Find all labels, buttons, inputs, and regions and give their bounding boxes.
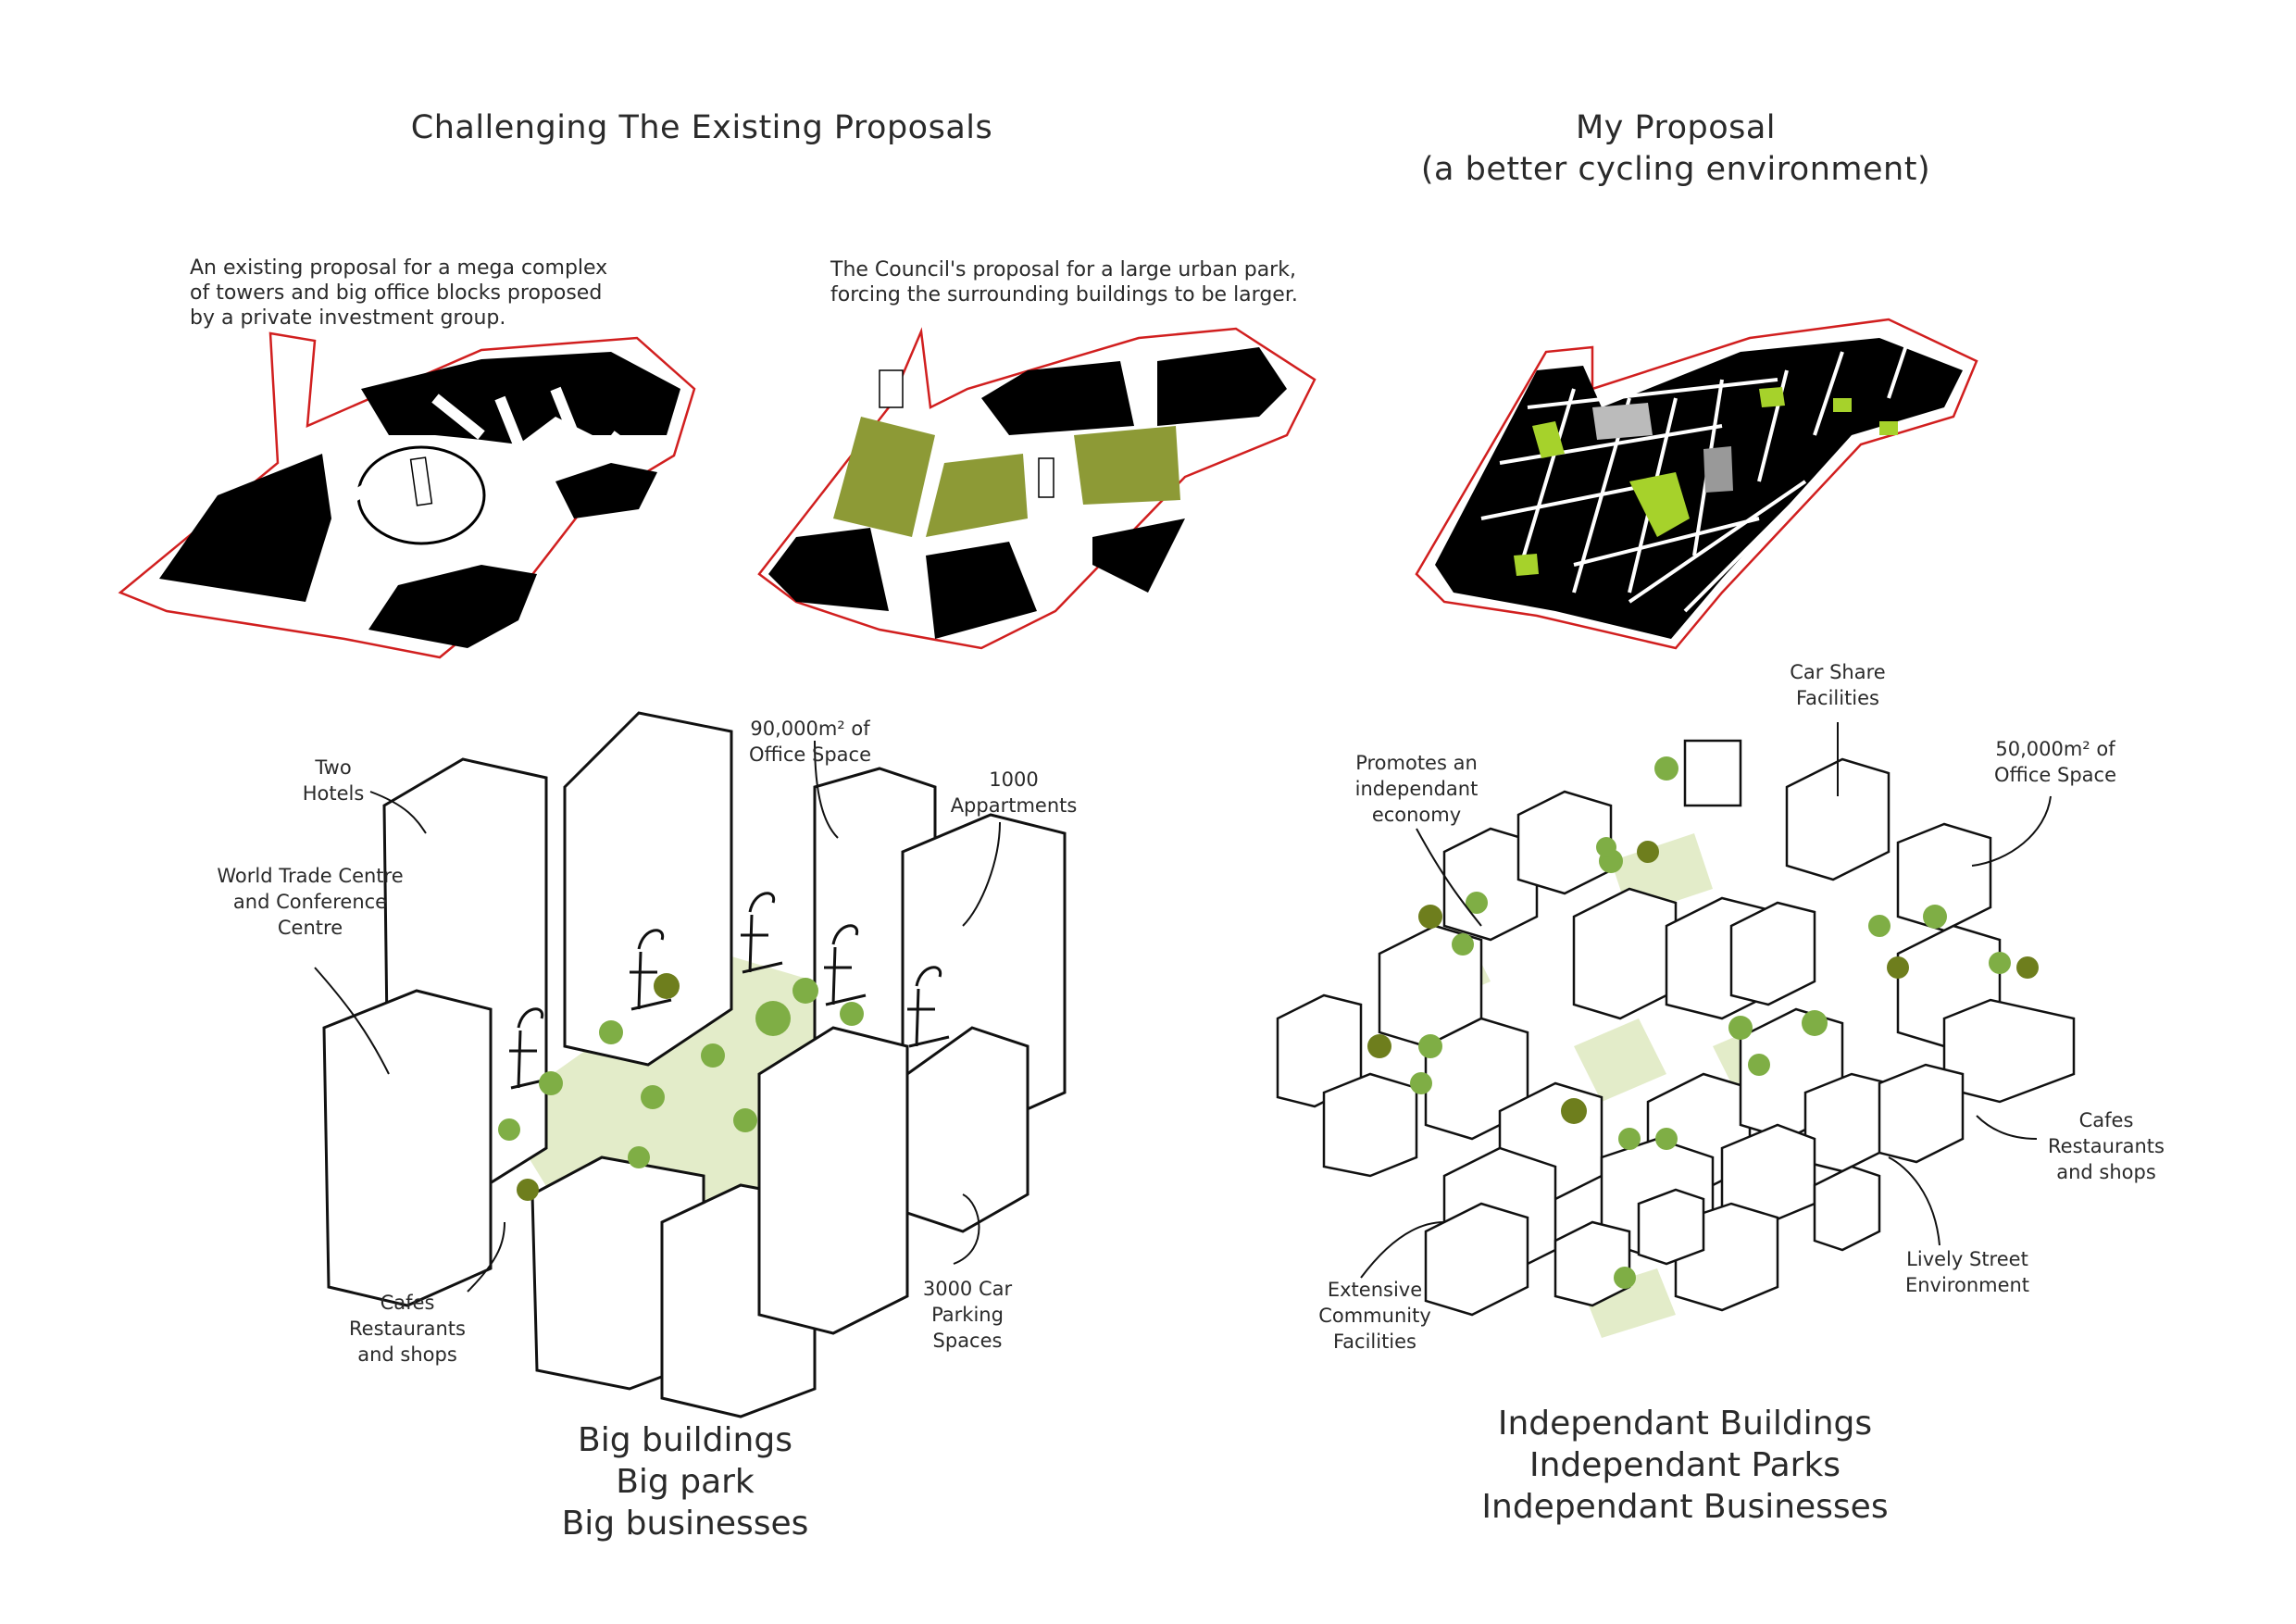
building <box>1805 1074 1889 1171</box>
park-central <box>926 454 1028 537</box>
building <box>1639 1190 1703 1264</box>
block-south <box>368 565 537 648</box>
park-east <box>1074 426 1180 505</box>
proposal-green-space <box>1833 398 1852 412</box>
building <box>1518 792 1611 893</box>
existing-building <box>1039 458 1054 497</box>
park-ground <box>1574 1018 1666 1102</box>
building <box>1574 889 1676 1018</box>
building <box>1324 1074 1416 1176</box>
block-north-1 <box>981 361 1134 435</box>
proposal-green-space <box>1514 554 1539 576</box>
block-south-2 <box>1092 518 1185 593</box>
block-tall-front <box>759 1028 907 1333</box>
existing-building <box>880 370 903 407</box>
proposal-green-space <box>1759 387 1785 407</box>
block-south-1 <box>926 542 1037 639</box>
park-west <box>833 417 935 537</box>
car-share-area <box>1703 446 1733 493</box>
block-north-2 <box>1157 347 1287 426</box>
building <box>1879 1065 1963 1162</box>
tower-hotel <box>565 713 731 1065</box>
block-wtc <box>324 991 491 1305</box>
existing-proposal-plan <box>120 333 694 657</box>
block-west <box>159 454 331 602</box>
car-share-area <box>1592 403 1653 440</box>
council-proposal-plan <box>759 329 1315 648</box>
proposal-green-space <box>1879 421 1898 435</box>
building <box>1685 741 1741 806</box>
block-north <box>361 352 680 444</box>
dense-blocks <box>1435 338 1963 639</box>
building <box>1815 1167 1879 1250</box>
block-east <box>555 463 657 518</box>
building <box>1555 1222 1629 1305</box>
my-proposal-plan <box>1416 319 1977 648</box>
